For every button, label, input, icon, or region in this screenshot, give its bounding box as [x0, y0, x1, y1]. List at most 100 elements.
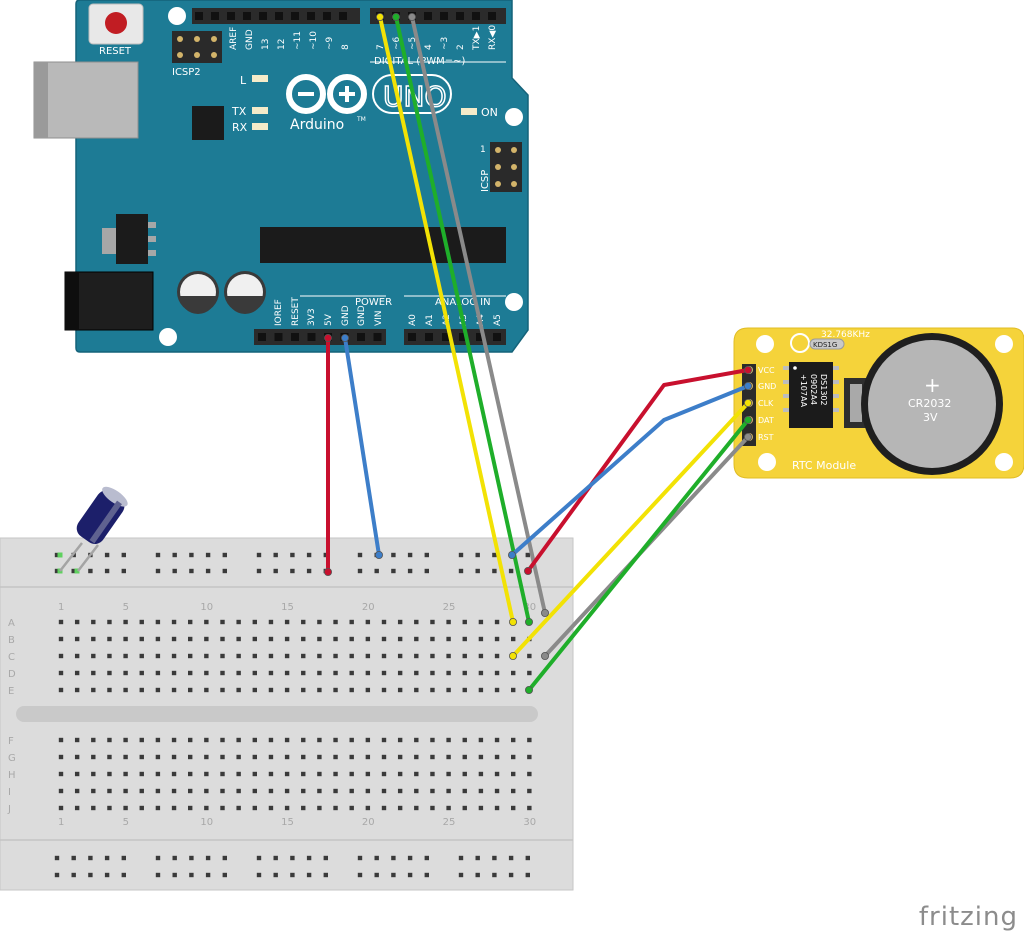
breadboard-hole [527, 805, 532, 811]
breadboard-hole [268, 636, 274, 642]
usb-connector [33, 61, 139, 139]
breadboard-hole [494, 670, 500, 676]
breadboard-hole [430, 619, 435, 625]
breadboard-hole [236, 687, 241, 693]
breadboard-hole [527, 737, 532, 743]
breadboard-hole [58, 737, 64, 743]
breadboard-hole [91, 737, 96, 743]
breadboard-hole [273, 872, 278, 878]
breadboard-hole [301, 670, 306, 676]
breadboard-hole [301, 619, 306, 625]
breadboard-hole [236, 754, 241, 760]
breadboard-hole [189, 552, 194, 558]
breadboard-hole [155, 653, 161, 659]
breadboard-hole [381, 737, 387, 743]
breadboard-hole [391, 855, 396, 861]
breadboard-hole [171, 619, 177, 625]
top-pin-label: ~10 [309, 31, 319, 50]
column-number: 30 [523, 817, 536, 828]
analog-pin-label: A1 [425, 314, 435, 326]
breadboard-hole [155, 805, 161, 811]
breadboard-hole [306, 872, 312, 878]
breadboard-hole [256, 568, 262, 574]
breadboard-hole [188, 805, 193, 811]
header-pin-hole [274, 333, 283, 341]
row-letter: D [8, 669, 16, 680]
breadboard-hole [414, 788, 419, 794]
top-pin-label: 12 [277, 39, 287, 50]
breadboard-hole [323, 855, 328, 861]
breadboard-hole [301, 737, 306, 743]
breadboard-hole [107, 737, 112, 743]
breadboard-hole [525, 872, 530, 878]
header-pin-hole [493, 333, 501, 341]
breadboard-hole [74, 788, 80, 794]
breadboard-hole [139, 788, 144, 794]
chip-line-1: DS1302 [819, 374, 828, 406]
wire-end [744, 365, 753, 374]
breadboard-hole [475, 552, 480, 558]
breadboard-hole [397, 771, 403, 777]
analog-pin-label: A5 [493, 314, 503, 326]
wire-end [541, 609, 550, 618]
ds1302-chip [783, 362, 839, 428]
breadboard-hole [222, 552, 227, 558]
rtc-pin-label: DAT [758, 416, 774, 425]
breadboard-hole [430, 788, 435, 794]
power-label: POWER [355, 297, 392, 308]
wire-yellow-clk [511, 401, 750, 658]
breadboard-hole [236, 805, 241, 811]
breadboard-hole [349, 653, 354, 659]
breadboard-hole [511, 687, 516, 693]
breadboard-hole [172, 872, 177, 878]
breadboard-hole [475, 855, 480, 861]
rx-led-label: RX [232, 121, 248, 134]
breadboard-hole [54, 872, 60, 878]
column-number: 5 [123, 817, 129, 828]
wire-ends [323, 12, 753, 695]
breadboard-hole [446, 754, 451, 760]
top-pin-label: AREF [229, 27, 239, 50]
breadboard-hole [74, 754, 80, 760]
icsp-header [490, 142, 522, 192]
breadboard-hole [357, 855, 363, 861]
uno-badge [372, 74, 452, 114]
breadboard-hole [407, 872, 413, 878]
power-pin-label: 5V [324, 313, 334, 326]
column-number: 15 [281, 817, 294, 828]
power-header [254, 329, 386, 345]
breadboard-hole [414, 737, 419, 743]
breadboard-hole [155, 636, 161, 642]
breadboard-hole [284, 636, 290, 642]
breadboard-hole [139, 619, 144, 625]
header-pin-hole [488, 12, 496, 20]
breadboard-hole [365, 754, 371, 760]
breadboard-hole [71, 855, 76, 861]
breadboard-hole [349, 754, 354, 760]
analog-label: ANALOG IN [435, 297, 491, 308]
breadboard-hole [204, 788, 209, 794]
breadboard-hole [430, 687, 435, 693]
breadboard-hole [155, 687, 161, 693]
board-capacitor [224, 271, 266, 314]
breadboard-hole [397, 788, 403, 794]
breadboard-hole [301, 653, 306, 659]
breadboard-hole [492, 855, 497, 861]
wire-end [374, 551, 383, 560]
breadboard-hole [349, 636, 354, 642]
breadboard-hole [104, 872, 110, 878]
breadboard-hole [317, 737, 322, 743]
breadboard-hole [236, 737, 241, 743]
breadboard-hole [446, 788, 451, 794]
column-number: 1 [58, 817, 64, 828]
column-number: 25 [443, 817, 456, 828]
breadboard-hole [155, 737, 161, 743]
breadboard-hole [508, 872, 514, 878]
breadboard-hole [123, 687, 128, 693]
battery-plus: + [924, 373, 941, 397]
breadboard-hole [220, 737, 225, 743]
rtc-pin-label: VCC [758, 366, 775, 375]
